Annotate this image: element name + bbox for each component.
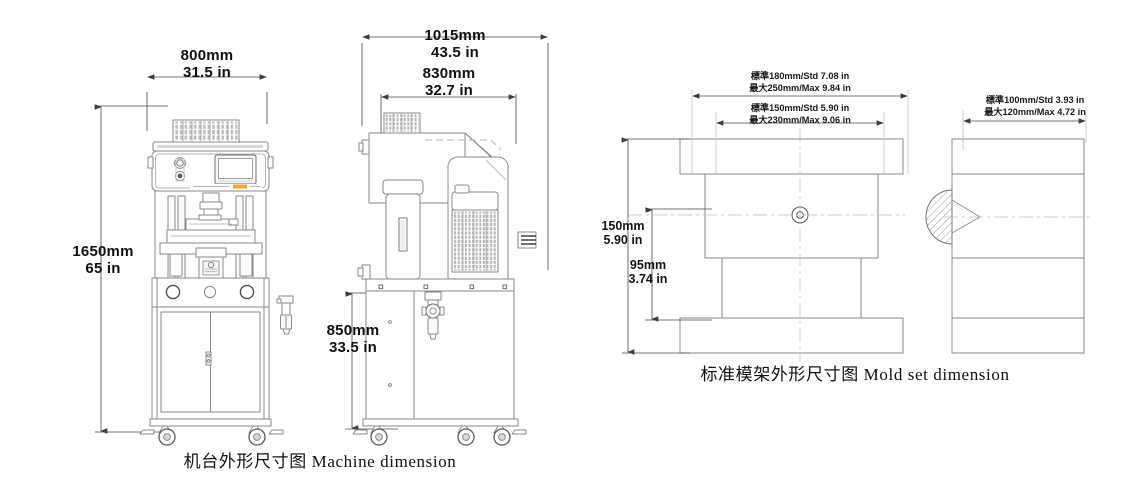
front-height-mm-label: 1650mm [72, 243, 134, 260]
mold-upper-width-dimension [691, 90, 909, 174]
machine-front-view [139, 119, 294, 446]
mold-inner-height-dimension [645, 207, 712, 322]
side-table-height-mm-label: 850mm [326, 322, 380, 339]
mold-overall-height-dimension [621, 137, 690, 355]
caster-wheels [139, 425, 284, 446]
front-height-dimension [94, 104, 168, 434]
mold-upper-width-max-label: 最大250mm/Max 9.84 in [749, 83, 851, 93]
front-width-mm-label: 800mm [180, 47, 234, 64]
mold-set-front-view [628, 128, 905, 362]
side-overall-depth-in-label: 43.5 in [430, 44, 480, 61]
mold-overall-height-mm-label: 150mm [601, 219, 645, 233]
front-air-unit [276, 295, 294, 335]
side-air-unit [421, 291, 445, 340]
front-width-in-label: 31.5 in [182, 64, 232, 81]
mold-set-side-view [925, 120, 1090, 354]
mold-inner-height-in-label: 3.74 in [628, 272, 668, 286]
machine-side-view [352, 112, 537, 446]
mold-depth-std-label: 標準100mm/Std 3.93 in [985, 95, 1085, 105]
mold-lower-width-dimension [715, 112, 885, 174]
side-table-height-in-label: 33.5 in [328, 339, 378, 356]
side-overall-depth-dimension [361, 34, 549, 270]
mold-overall-height-in-label: 5.90 in [603, 233, 643, 247]
side-body-depth-mm-label: 830mm [422, 65, 476, 82]
front-height-in-label: 65 in [85, 260, 121, 277]
mold-inner-height-mm-label: 95mm [629, 258, 667, 272]
machine-dimension-caption: 机台外形尺寸图 Machine dimension [183, 452, 457, 471]
mold-depth-dimension [962, 110, 1087, 143]
mold-lower-width-std-label: 標準150mm/Std 5.90 in [750, 103, 850, 113]
side-body-depth-dimension [380, 94, 517, 144]
mold-dimension-caption: 标准模架外形尺寸图 Mold set dimension [700, 365, 1010, 384]
mold-upper-width-std-label: 標準180mm/Std 7.08 in [750, 71, 850, 81]
mold-depth-max-label: 最大120mm/Max 4.72 in [984, 107, 1086, 117]
mold-lower-width-max-label: 最大230mm/Max 9.06 in [749, 115, 851, 125]
side-caster-wheels [352, 425, 527, 446]
side-overall-depth-mm-label: 1015mm [424, 27, 486, 44]
side-body-depth-in-label: 32.7 in [424, 82, 474, 99]
front-width-dimension [146, 74, 268, 131]
